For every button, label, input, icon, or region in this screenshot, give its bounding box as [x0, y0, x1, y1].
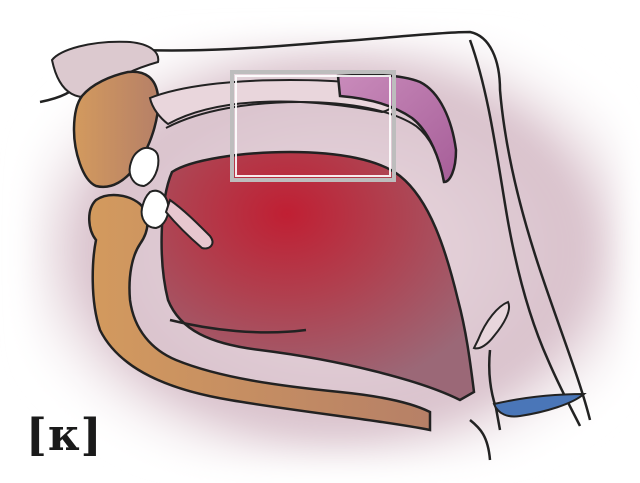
- lower-teeth: [142, 191, 169, 228]
- phoneme-label: [к]: [26, 410, 102, 461]
